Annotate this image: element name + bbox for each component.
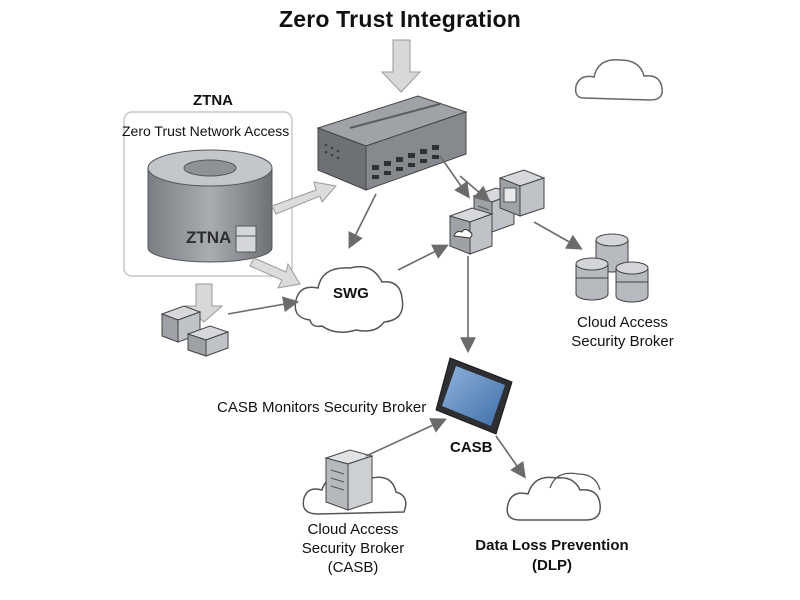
dlp-line2: (DLP) (532, 557, 572, 574)
database-icon (575, 233, 649, 303)
server-icon-bottom (302, 449, 407, 515)
casb-monitors-label: CASB Monitors Security Broker (217, 399, 427, 416)
server-icon (448, 169, 546, 255)
cloud-access-broker-right-label: Cloud Access Security Broker (540, 313, 705, 351)
ztna-block-arrows (249, 181, 337, 289)
top-input-arrow (380, 39, 422, 93)
ztna-panel (123, 111, 293, 277)
tablet-icon (435, 357, 513, 435)
box-icon (160, 283, 230, 357)
swg-label: SWG (333, 285, 369, 302)
page-title: Zero Trust Integration (278, 6, 522, 32)
cloud-icon (574, 59, 663, 101)
cloud-access-bottom-line2: Security Broker (301, 540, 405, 557)
cloud-access-broker-bottom-label: Cloud Access Security Broker (CASB) (283, 520, 423, 577)
cloud-access-right-line1: Cloud Access (577, 314, 668, 331)
dlp-line1: Data Loss Prevention (475, 537, 629, 554)
cloud-access-bottom-line3: (CASB) (327, 559, 379, 576)
swg-cloud (294, 265, 404, 333)
dlp-label: Data Loss Prevention (DLP) (467, 536, 637, 576)
ztna-subtitle: Zero Trust Network Access (122, 123, 290, 139)
switch-icon (316, 95, 468, 191)
ztna-heading: ZTNA (193, 92, 233, 109)
ztna-cylinder-label: ZTNA (186, 228, 232, 247)
connector-arrows (227, 155, 583, 479)
dlp-cloud-icon (506, 472, 601, 521)
casb-label: CASB (450, 439, 493, 456)
cloud-access-right-line2: Security Broker (571, 333, 674, 350)
cylinder-icon (147, 149, 273, 263)
cloud-access-bottom-line1: Cloud Access (307, 521, 399, 538)
